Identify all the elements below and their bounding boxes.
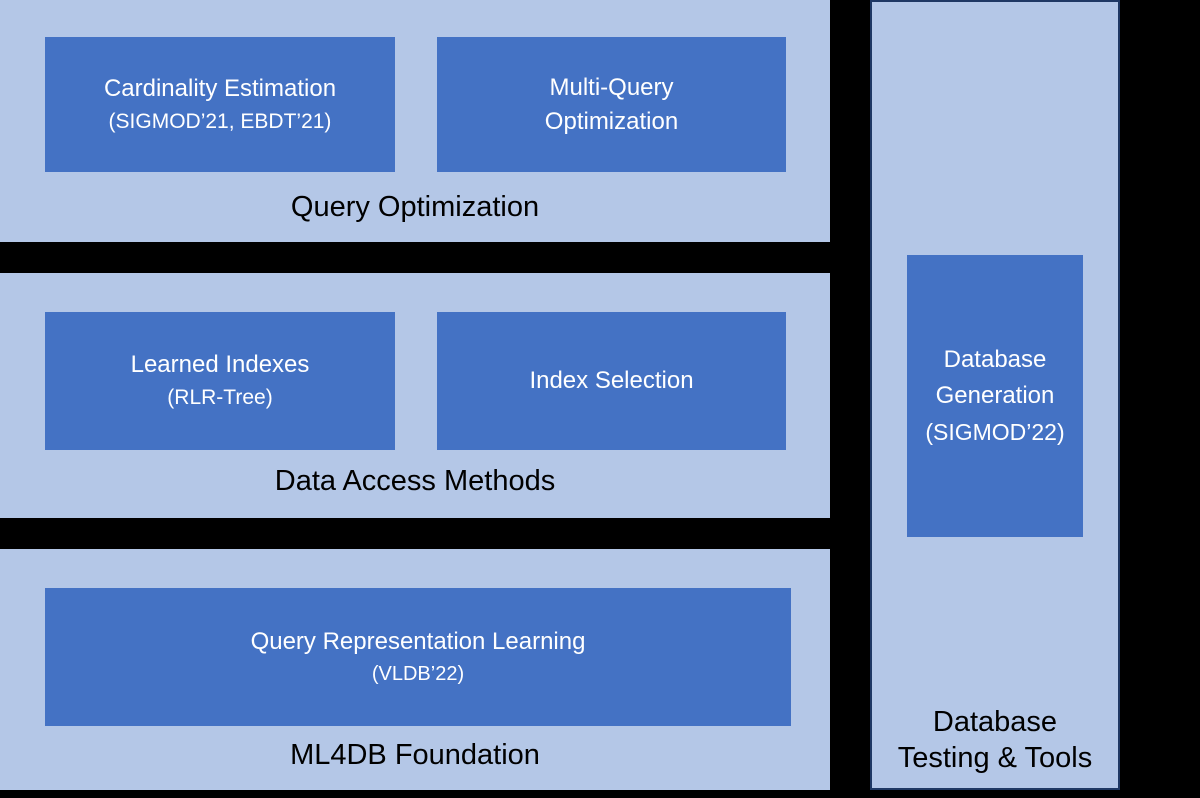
box-title: Learned Indexes bbox=[130, 351, 310, 378]
section-label-database-testing-tools: Database Testing & Tools bbox=[872, 704, 1118, 776]
section-label-ml4db-foundation: ML4DB Foundation bbox=[290, 739, 540, 771]
section-ml4db-foundation: Query Representation Learning (VLDB’22) … bbox=[0, 549, 830, 790]
box-subtitle: (VLDB’22) bbox=[371, 663, 465, 685]
box-title: Index Selection bbox=[529, 367, 694, 394]
box-subtitle: (SIGMOD’22) bbox=[925, 419, 1065, 445]
section-database-testing-tools: Database Generation (SIGMOD’22) Database… bbox=[870, 0, 1120, 790]
section-query-optimization: Cardinality Estimation (SIGMOD’21, EBDT’… bbox=[0, 0, 830, 242]
section-label-line2: Testing & Tools bbox=[897, 742, 1093, 774]
box-cardinality-estimation: Cardinality Estimation (SIGMOD’21, EBDT’… bbox=[45, 37, 395, 172]
box-title-line1: Database bbox=[943, 346, 1047, 373]
box-title-line2: Optimization bbox=[544, 107, 679, 135]
box-learned-indexes: Learned Indexes (RLR-Tree) bbox=[45, 312, 395, 450]
section-data-access-methods: Learned Indexes (RLR-Tree) Index Selecti… bbox=[0, 273, 830, 518]
box-multi-query-optimization: Multi-Query Optimization bbox=[437, 37, 786, 172]
box-database-generation: Database Generation (SIGMOD’22) bbox=[907, 255, 1083, 537]
box-subtitle: (SIGMOD’21, EBDT’21) bbox=[108, 109, 332, 133]
box-title-line1: Multi-Query bbox=[549, 73, 674, 101]
box-title: Cardinality Estimation bbox=[103, 74, 337, 102]
section-label-line1: Database bbox=[932, 706, 1058, 738]
box-query-representation-learning: Query Representation Learning (VLDB’22) bbox=[45, 588, 791, 726]
box-title: Query Representation Learning bbox=[250, 628, 586, 655]
box-index-selection: Index Selection bbox=[437, 312, 786, 450]
box-subtitle: (RLR-Tree) bbox=[167, 386, 273, 409]
section-label-data-access-methods: Data Access Methods bbox=[274, 465, 556, 497]
section-label-query-optimization: Query Optimization bbox=[290, 191, 540, 223]
box-title-line2: Generation bbox=[935, 382, 1055, 409]
